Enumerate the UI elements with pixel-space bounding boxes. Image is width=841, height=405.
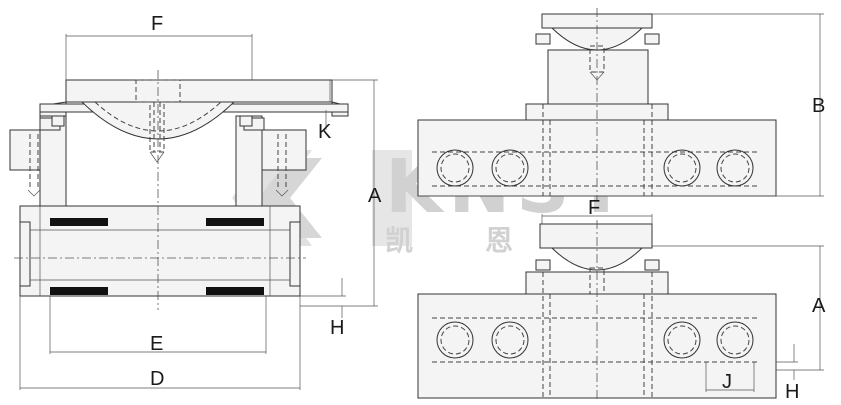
dimension-H: H bbox=[300, 278, 346, 339]
label-K: K bbox=[318, 121, 332, 143]
watermark-char-2: 恩 bbox=[485, 224, 513, 257]
dimension-B: B bbox=[652, 13, 825, 197]
roller-body bbox=[14, 205, 306, 297]
watermark-char-1: 凯 bbox=[385, 224, 413, 257]
label-F-right: F bbox=[588, 197, 600, 219]
label-B: B bbox=[812, 95, 825, 117]
label-E: E bbox=[150, 333, 163, 355]
left-block bbox=[9, 115, 67, 207]
seal-ring bbox=[50, 218, 108, 226]
dimension-H-right: H bbox=[776, 344, 799, 403]
label-H: H bbox=[330, 317, 344, 339]
dimension-F: F bbox=[65, 13, 253, 80]
dimension-D: D bbox=[19, 296, 301, 390]
label-D: D bbox=[150, 368, 164, 390]
right-block bbox=[235, 115, 307, 207]
spherical-seat bbox=[80, 101, 236, 140]
dimension-F-right: F bbox=[541, 197, 653, 224]
seal-ring bbox=[206, 218, 264, 226]
dimension-A-right: A bbox=[652, 245, 826, 371]
dimension-J: J bbox=[705, 362, 755, 393]
left-view: F K A H E D bbox=[9, 13, 382, 390]
label-H-right: H bbox=[785, 381, 799, 403]
right-top-view: B bbox=[417, 8, 825, 200]
roller-group bbox=[436, 149, 754, 187]
top-bolt bbox=[135, 79, 181, 163]
right-bottom-view: F A J bbox=[417, 197, 826, 403]
label-A: A bbox=[368, 185, 382, 207]
seal-ring bbox=[206, 287, 264, 295]
label-J: J bbox=[722, 371, 732, 393]
label-F: F bbox=[151, 13, 163, 35]
seal-ring bbox=[50, 287, 108, 295]
roller-group bbox=[436, 321, 754, 359]
dimension-A: A bbox=[300, 79, 382, 307]
label-A-right: A bbox=[812, 295, 826, 317]
dimension-E: E bbox=[49, 296, 267, 355]
dimension-K: K bbox=[318, 80, 332, 143]
